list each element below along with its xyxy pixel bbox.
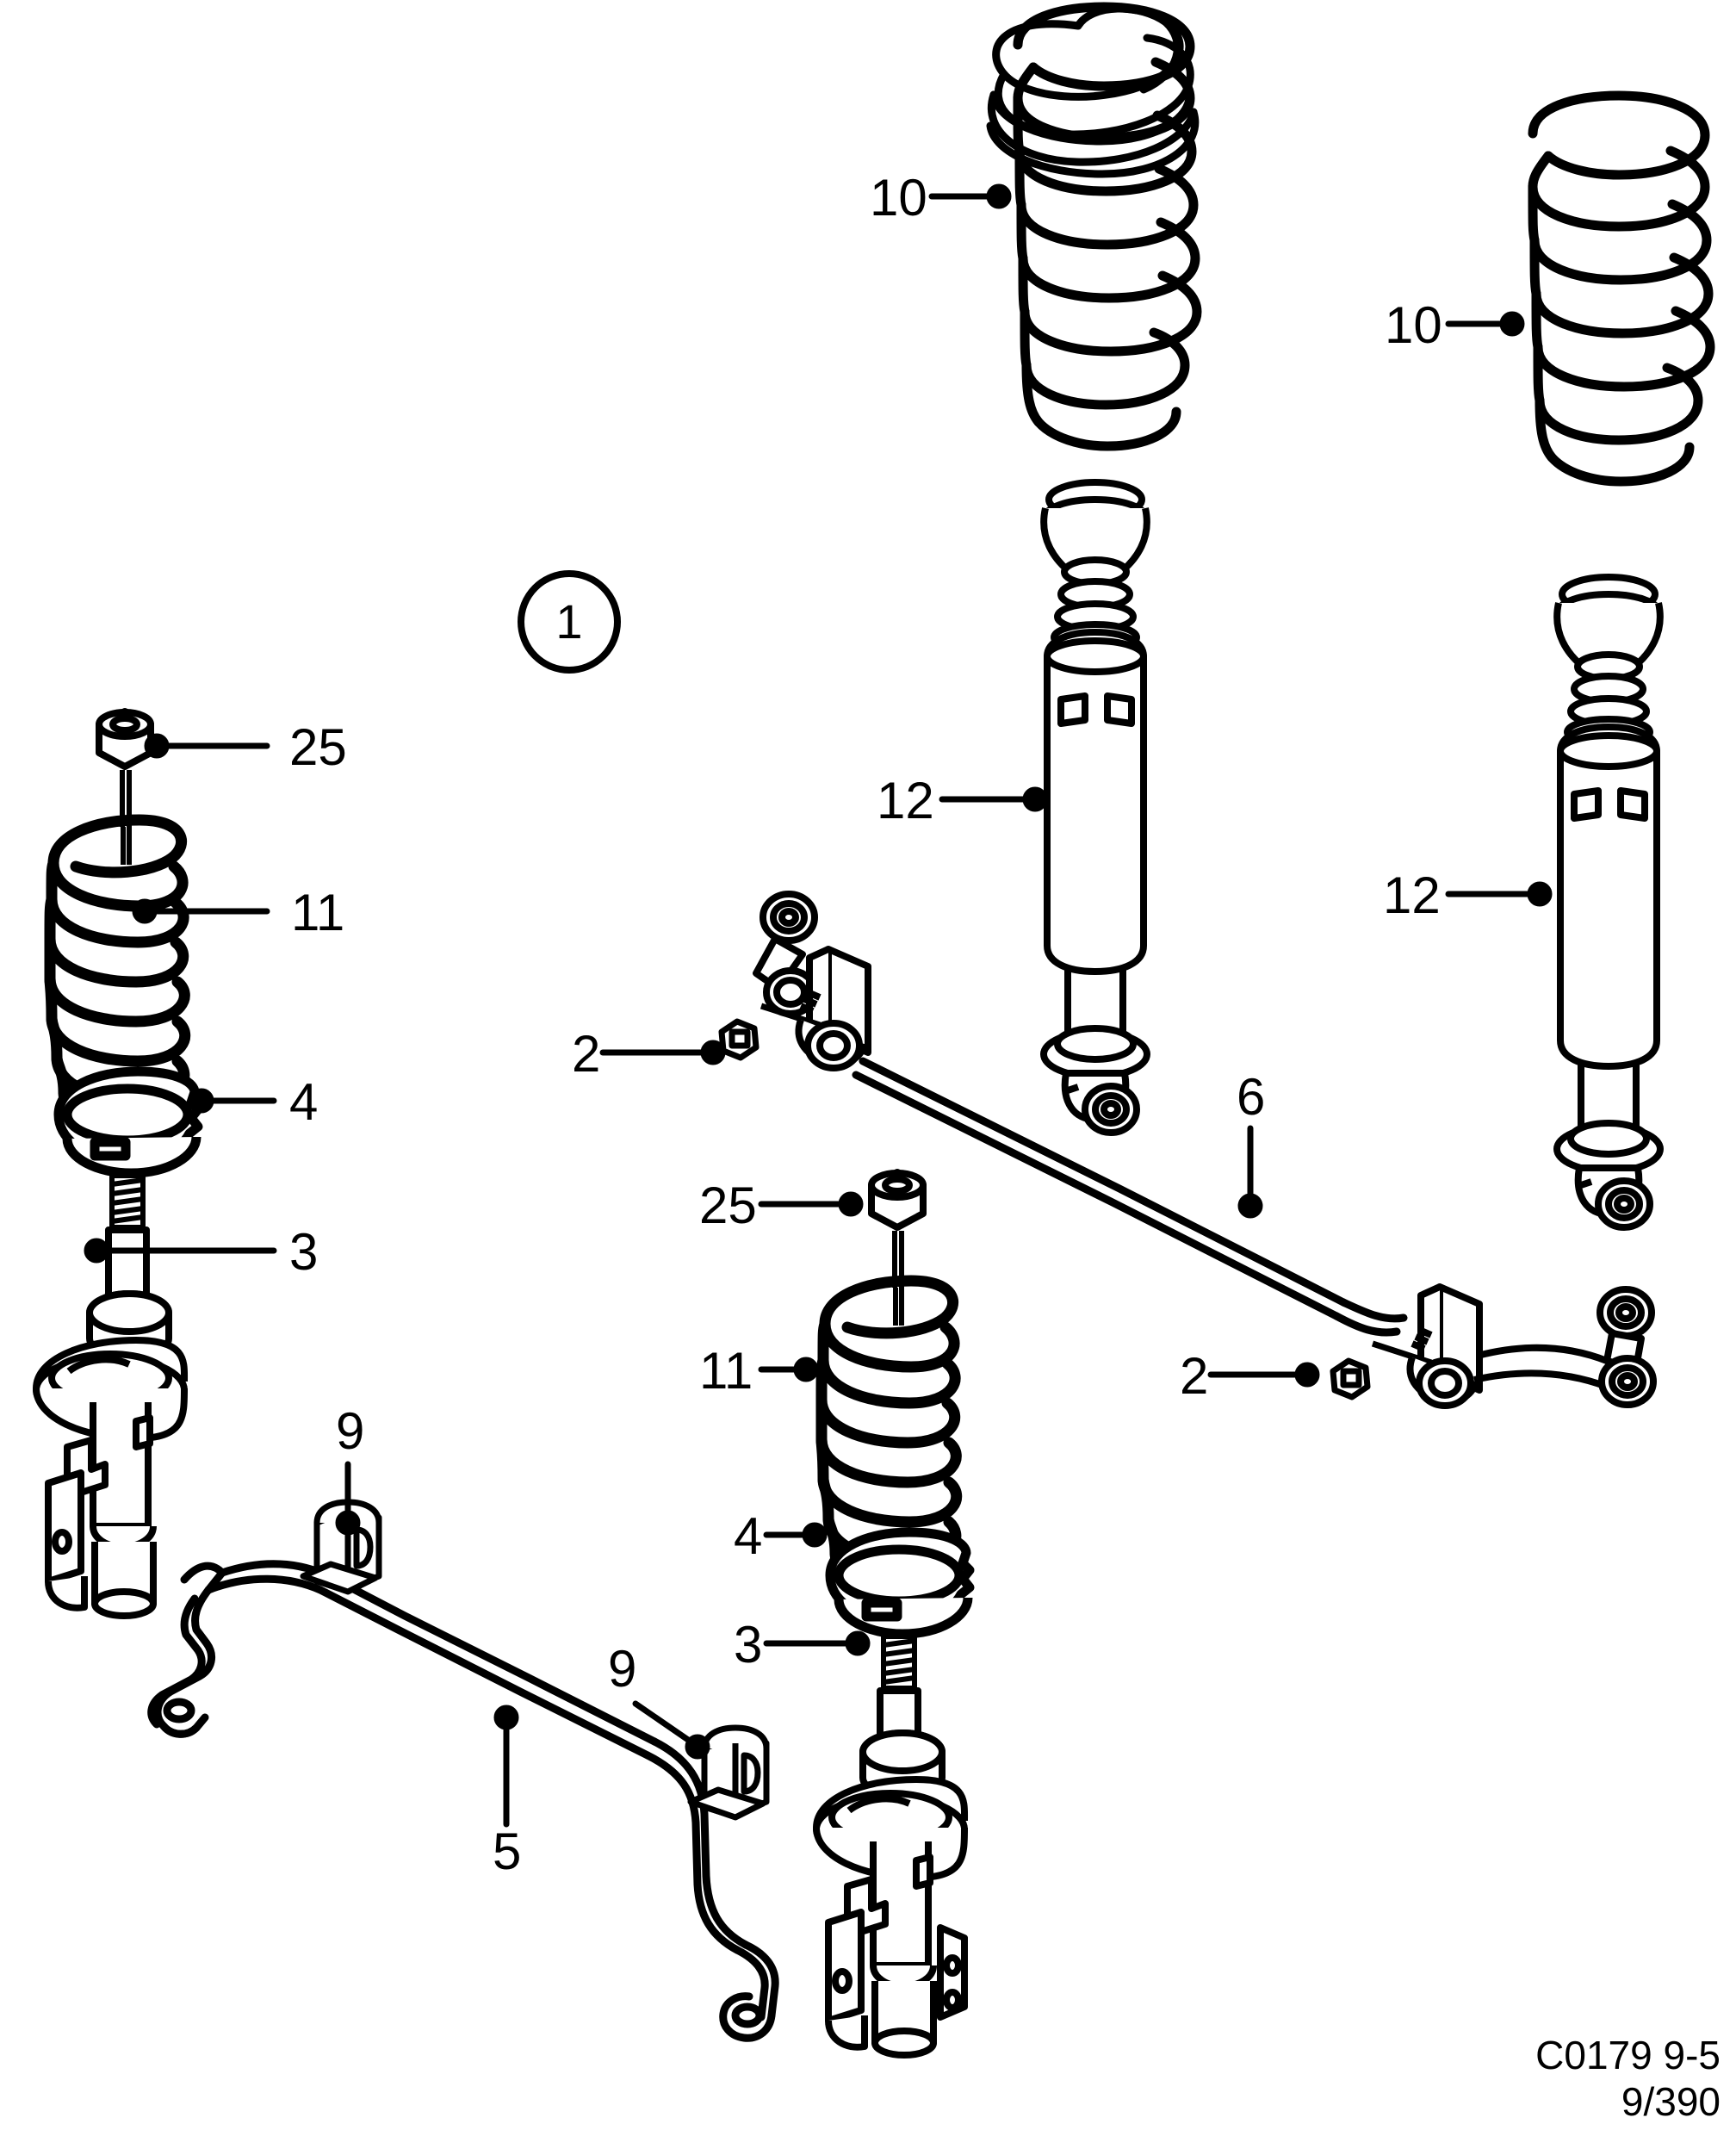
rear-anti-roll-bar [852, 1057, 1408, 1337]
front-strut-center [813, 1687, 969, 2059]
callout-10-left: 10 [870, 169, 927, 227]
strut-thread-left [109, 1173, 146, 1230]
figure-circle [518, 570, 621, 674]
anti-roll-bar-link-nut-lower [1330, 1357, 1371, 1400]
rear-shock-absorber-left [1040, 479, 1150, 1136]
callout-11-left: 11 [291, 884, 345, 941]
callout-25-mid: 25 [699, 1177, 757, 1234]
callout-9-lower: 9 [608, 1640, 637, 1698]
figure-number: 1 [555, 594, 583, 649]
callout-11-mid: 11 [699, 1342, 753, 1400]
front-coil-spring-center [815, 1275, 963, 1597]
callout-3-left: 3 [289, 1223, 319, 1281]
rear-anti-roll-bar-link-lower [1371, 1283, 1657, 1409]
callout-2-upper: 2 [572, 1025, 601, 1083]
rear-shock-absorber-right [1553, 574, 1664, 1231]
anti-roll-bar-link-nut-upper [718, 1018, 760, 1061]
rear-anti-roll-bar-link-upper [753, 891, 871, 1071]
callout-4-left: 4 [289, 1073, 319, 1131]
footer-drawing-code: C0179 9-5 [1535, 2033, 1720, 2077]
leader-lines [84, 183, 1553, 1828]
front-strut-left [33, 1226, 189, 1619]
callout-12-left: 12 [877, 772, 934, 829]
callout-10-right: 10 [1385, 296, 1442, 354]
callout-12-right: 12 [1383, 866, 1441, 924]
callout-25-left: 25 [289, 718, 347, 776]
callout-9-upper: 9 [336, 1402, 365, 1460]
rear-coil-spring-left-body [1013, 2, 1202, 451]
spring-seat-washer-center [825, 1527, 975, 1639]
anti-roll-bar-bushing-clamp-lower [687, 1724, 770, 1821]
rear-coil-spring-right [1528, 90, 1715, 487]
callout-4-mid: 4 [734, 1507, 763, 1565]
front-anti-roll-bar [147, 1560, 779, 2042]
callout-3-mid: 3 [734, 1616, 763, 1674]
footer-page-number: 9/390 [1621, 2079, 1720, 2124]
strut-thread-center [881, 1634, 917, 1691]
callout-6: 6 [1237, 1068, 1266, 1126]
strut-nut-center [868, 1169, 927, 1231]
strut-nut-left [96, 708, 154, 770]
callout-2-lower: 2 [1180, 1347, 1209, 1405]
spring-seat-washer-left [53, 1066, 203, 1178]
callout-5: 5 [493, 1823, 522, 1880]
